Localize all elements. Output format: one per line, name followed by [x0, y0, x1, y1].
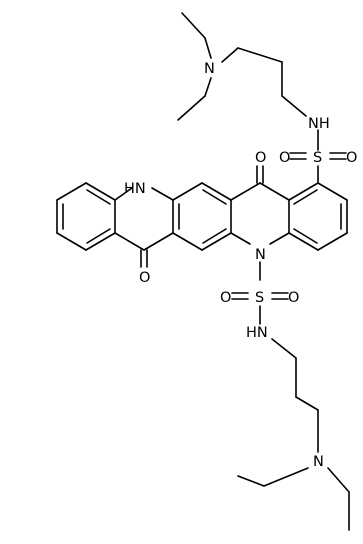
bond — [237, 47, 283, 63]
bond — [56, 232, 87, 251]
bond — [269, 232, 290, 245]
ketone-oxygen-top: O — [255, 150, 266, 166]
bond — [204, 37, 212, 59]
sulfonamide-nh-top: NH — [308, 116, 330, 132]
bond — [288, 182, 319, 201]
bond — [317, 232, 348, 251]
bond — [86, 228, 111, 244]
bond — [230, 232, 251, 245]
left-central-ring — [114, 187, 174, 268]
atom-labels: N NH S O O O HN N O S O O HN N — [124, 61, 357, 470]
bond — [221, 47, 239, 63]
bond — [204, 77, 212, 97]
sulfur-top: S — [313, 150, 322, 166]
oxygen-bottom-right: O — [288, 290, 299, 306]
bond — [177, 95, 206, 121]
bond — [86, 189, 111, 205]
middle-benzene-ring — [172, 182, 232, 251]
bond — [143, 232, 174, 251]
bond — [172, 182, 203, 201]
bond — [237, 475, 265, 487]
bond — [56, 182, 87, 201]
ketone-oxygen-bottom: O — [139, 270, 150, 286]
central-acridone-ring — [230, 165, 290, 245]
bond — [85, 232, 116, 251]
bond — [288, 232, 319, 251]
bond — [172, 232, 203, 251]
bond — [201, 232, 232, 251]
amine-nitrogen-top: N — [204, 61, 215, 77]
bond — [327, 467, 350, 493]
ring-nh: HN — [124, 181, 146, 197]
bond — [317, 182, 348, 201]
bottom-side-chain — [231, 261, 350, 531]
bond — [114, 187, 133, 201]
ring-nitrogen: N — [255, 247, 266, 263]
oxygen-top-left: O — [279, 150, 290, 166]
bond — [295, 396, 319, 411]
bond — [202, 189, 227, 205]
bond — [114, 232, 145, 251]
amine-nitrogen-bottom: N — [313, 454, 324, 470]
bond — [202, 228, 227, 244]
bond — [263, 467, 309, 487]
oxygen-top-right: O — [346, 150, 357, 166]
left-benzene-ring — [56, 182, 116, 251]
oxygen-bottom-left: O — [220, 290, 231, 306]
bond — [293, 189, 318, 205]
bond — [230, 182, 261, 201]
sulfonamide-hn-bottom: HN — [246, 325, 268, 341]
bond — [271, 338, 297, 359]
right-benzene-ring — [288, 182, 348, 251]
sulfur-bottom: S — [255, 290, 264, 306]
top-side-chain — [177, 12, 347, 184]
bond — [151, 187, 174, 201]
bond — [85, 182, 116, 201]
bond — [201, 182, 232, 201]
bond — [293, 228, 318, 244]
bond — [281, 95, 307, 117]
bond — [259, 182, 290, 201]
bond — [181, 12, 206, 39]
